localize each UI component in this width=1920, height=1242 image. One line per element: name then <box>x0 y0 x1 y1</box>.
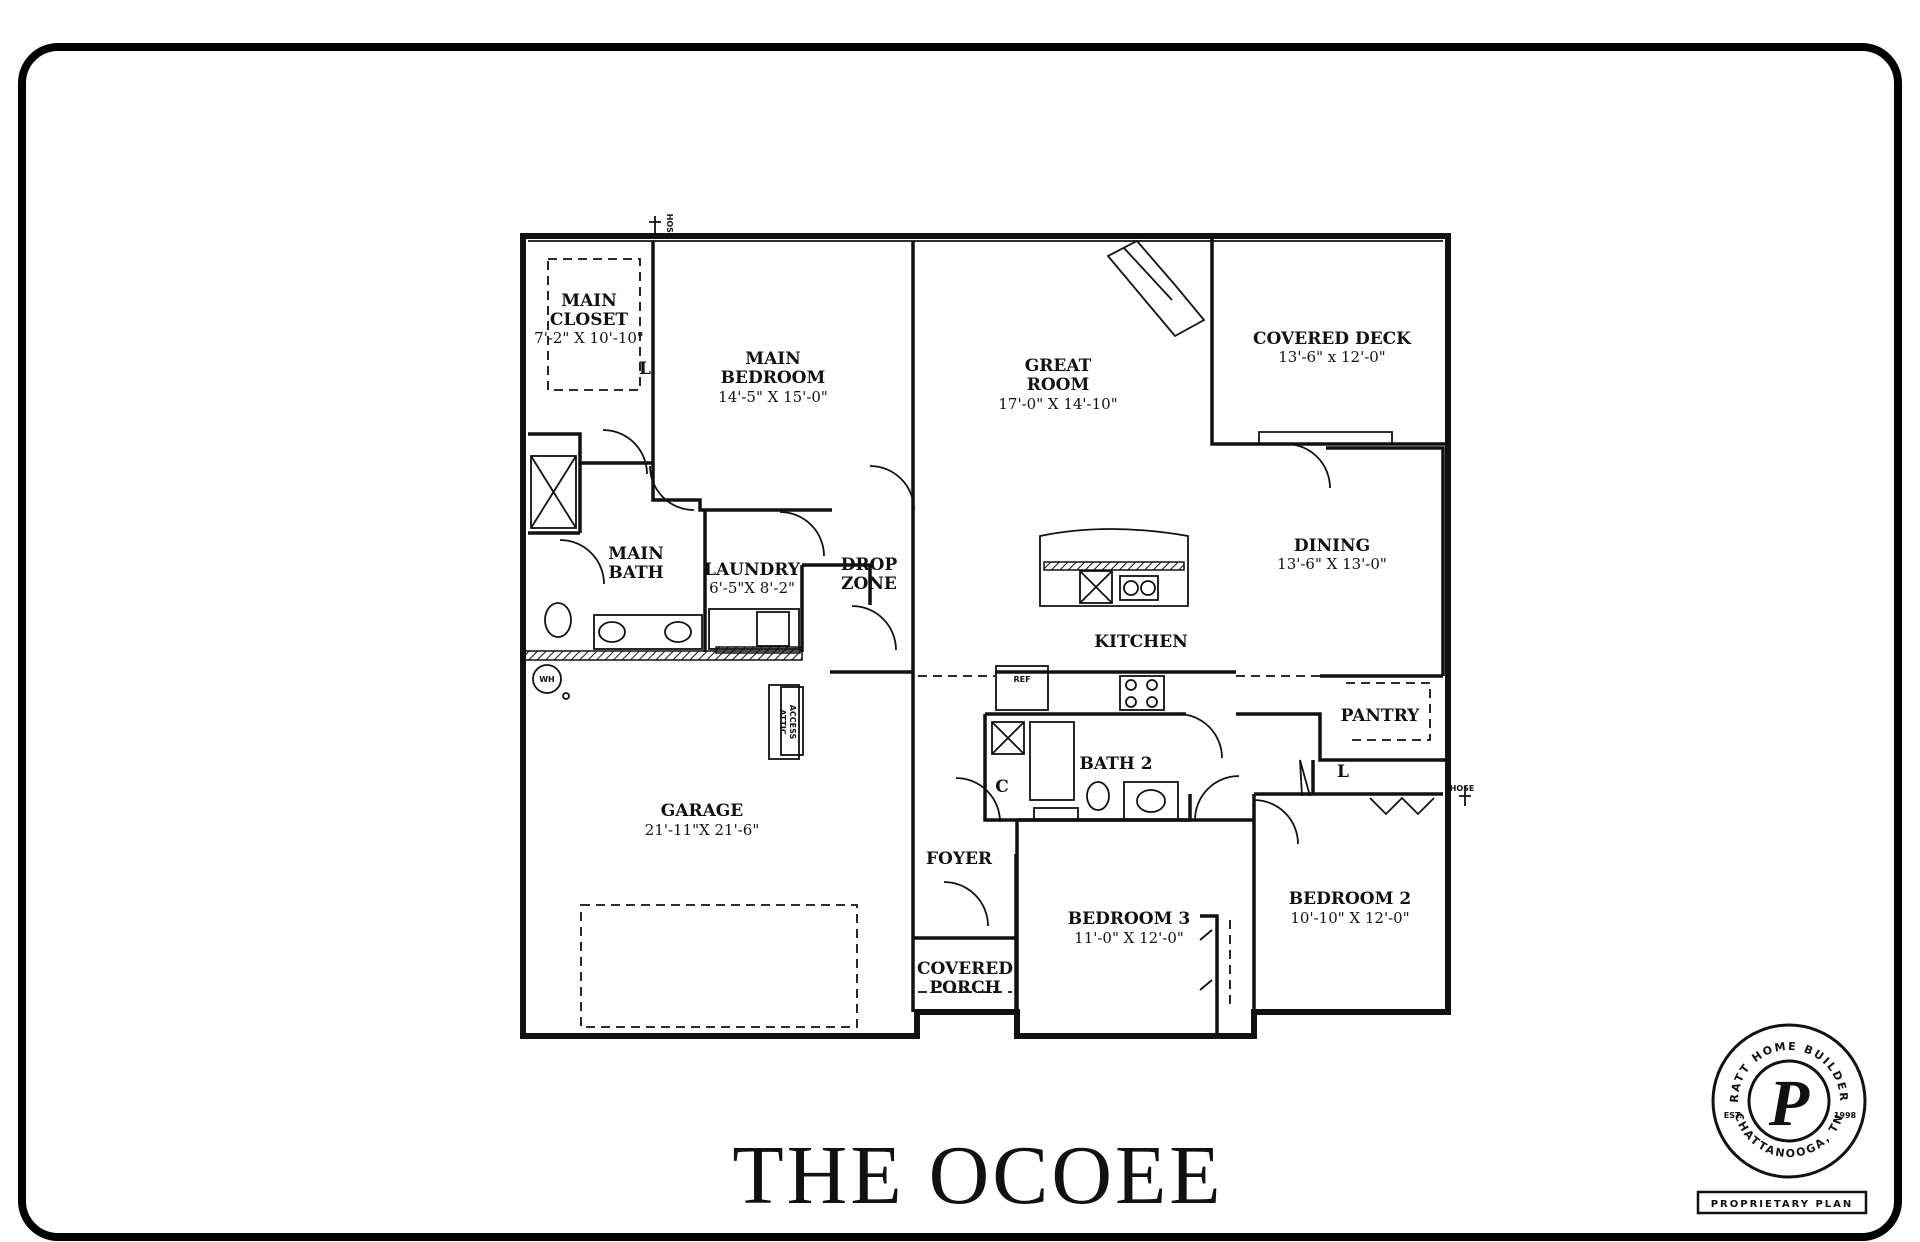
linen-label: L <box>1337 762 1349 782</box>
room-label: BEDROOM 3 <box>1068 909 1190 929</box>
room-dimensions: 21'-11"X 21'-6" <box>645 821 759 839</box>
room-label: CLOSET <box>550 310 629 330</box>
room-dimensions: 14'-5" X 15'-0" <box>718 388 828 406</box>
room-labels: MAIN CLOSET 7'-2" X 10'-10" MAIN BEDROOM… <box>534 214 1474 998</box>
room-label: PANTRY <box>1341 706 1421 726</box>
room-label: BATH 2 <box>1079 754 1152 774</box>
room-dimensions: 13'-6" X 13'-0" <box>1277 555 1387 573</box>
attic-access-label: ACCESS <box>788 705 797 740</box>
room-label: PORCH <box>929 978 1000 998</box>
sheet-border <box>18 43 1902 1241</box>
room-label: MAIN <box>561 291 617 311</box>
floor-plan <box>520 216 1471 1039</box>
room-dimensions: 7'-2" X 10'-10" <box>534 329 644 347</box>
room-label: LAUNDRY <box>704 560 801 580</box>
room-label: KITCHEN <box>1094 632 1187 652</box>
room-label: ROOM <box>1027 375 1090 395</box>
linen-label: L <box>639 359 651 379</box>
room-label: ZONE <box>841 574 897 594</box>
logo-year: 1998 <box>1834 1111 1857 1120</box>
room-label: DROP <box>841 555 898 575</box>
room-dimensions: 10'-10" X 12'-0" <box>1290 909 1409 927</box>
logo-est: EST. <box>1724 1111 1743 1120</box>
hose-label: HOSE <box>665 214 674 239</box>
room-label: BATH <box>608 563 663 583</box>
plan-title: THE OCOEE <box>732 1129 1223 1222</box>
attic-access-label: ATTIC <box>778 709 787 735</box>
room-label: COVERED <box>917 959 1013 979</box>
refrigerator-label: REF <box>1013 675 1030 684</box>
room-label: GREAT <box>1025 356 1092 376</box>
hose-label: HOSE <box>1450 784 1475 793</box>
proprietary-plan-badge: PROPRIETARY PLAN <box>1711 1199 1854 1210</box>
room-label: DINING <box>1294 536 1370 556</box>
room-dimensions: 17'-0" X 14'-10" <box>998 395 1117 413</box>
room-label: COVERED DECK <box>1253 329 1412 349</box>
room-label: MAIN <box>745 349 801 369</box>
closet-label: C <box>995 777 1009 797</box>
room-label: MAIN <box>608 544 664 564</box>
room-dimensions: 11'-0" X 12'-0" <box>1074 929 1184 947</box>
room-label: BEDROOM 2 <box>1289 889 1411 909</box>
water-heater-label: WH <box>539 675 555 684</box>
logo-initial: P <box>1768 1067 1810 1140</box>
room-dimensions: 6'-5"X 8'-2" <box>709 579 795 597</box>
room-dimensions: 13'-6" x 12'-0" <box>1278 348 1385 366</box>
room-label: BEDROOM <box>721 368 826 388</box>
room-label: GARAGE <box>661 801 744 821</box>
room-label: FOYER <box>926 849 993 869</box>
